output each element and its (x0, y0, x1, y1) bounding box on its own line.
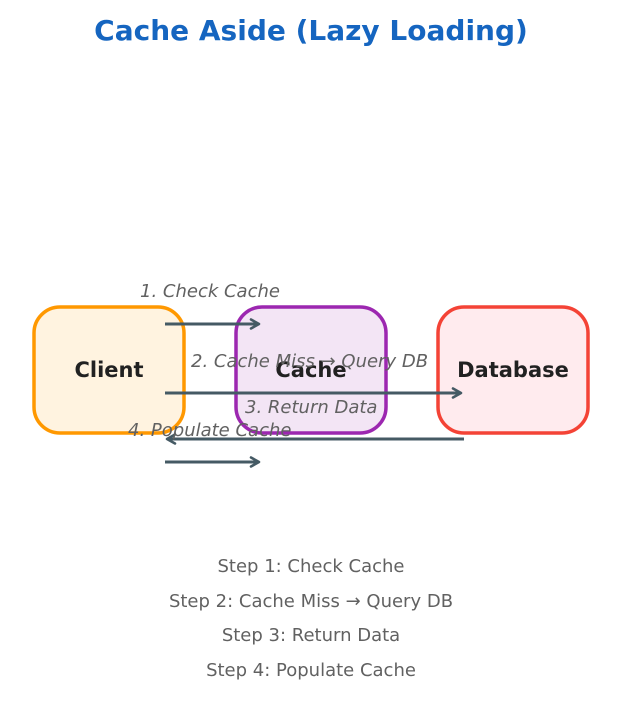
database-label: Database (457, 358, 569, 382)
database-box (436, 305, 590, 435)
step-item: Step 2: Cache Miss → Query DB (168, 590, 454, 612)
step-item: Step 4: Populate Cache (206, 659, 416, 681)
database-node: Database (436, 305, 590, 435)
cache-node: Cache (234, 305, 388, 435)
arrow-label-check-cache: 1. Check Cache (140, 281, 280, 302)
step-item: Step 1: Check Cache (217, 556, 405, 577)
client-node: Client (32, 305, 186, 435)
cache-box (234, 305, 388, 435)
arrow-label-query-db: 2. Cache Miss → Query DB (191, 351, 428, 372)
client-label: Client (74, 358, 143, 382)
steps-list: Step 1: Check Cache Step 2: Cache Miss →… (0, 555, 622, 693)
client-box (32, 305, 186, 435)
cache-label: Cache (275, 358, 346, 382)
step-item: Step 3: Return Data (221, 625, 401, 647)
arrow-label-populate-cache: 4. Populate Cache (128, 420, 291, 441)
diagram-title: Cache Aside (Lazy Loading) (94, 14, 528, 47)
arrow-label-return-data: 3. Return Data (245, 397, 377, 418)
